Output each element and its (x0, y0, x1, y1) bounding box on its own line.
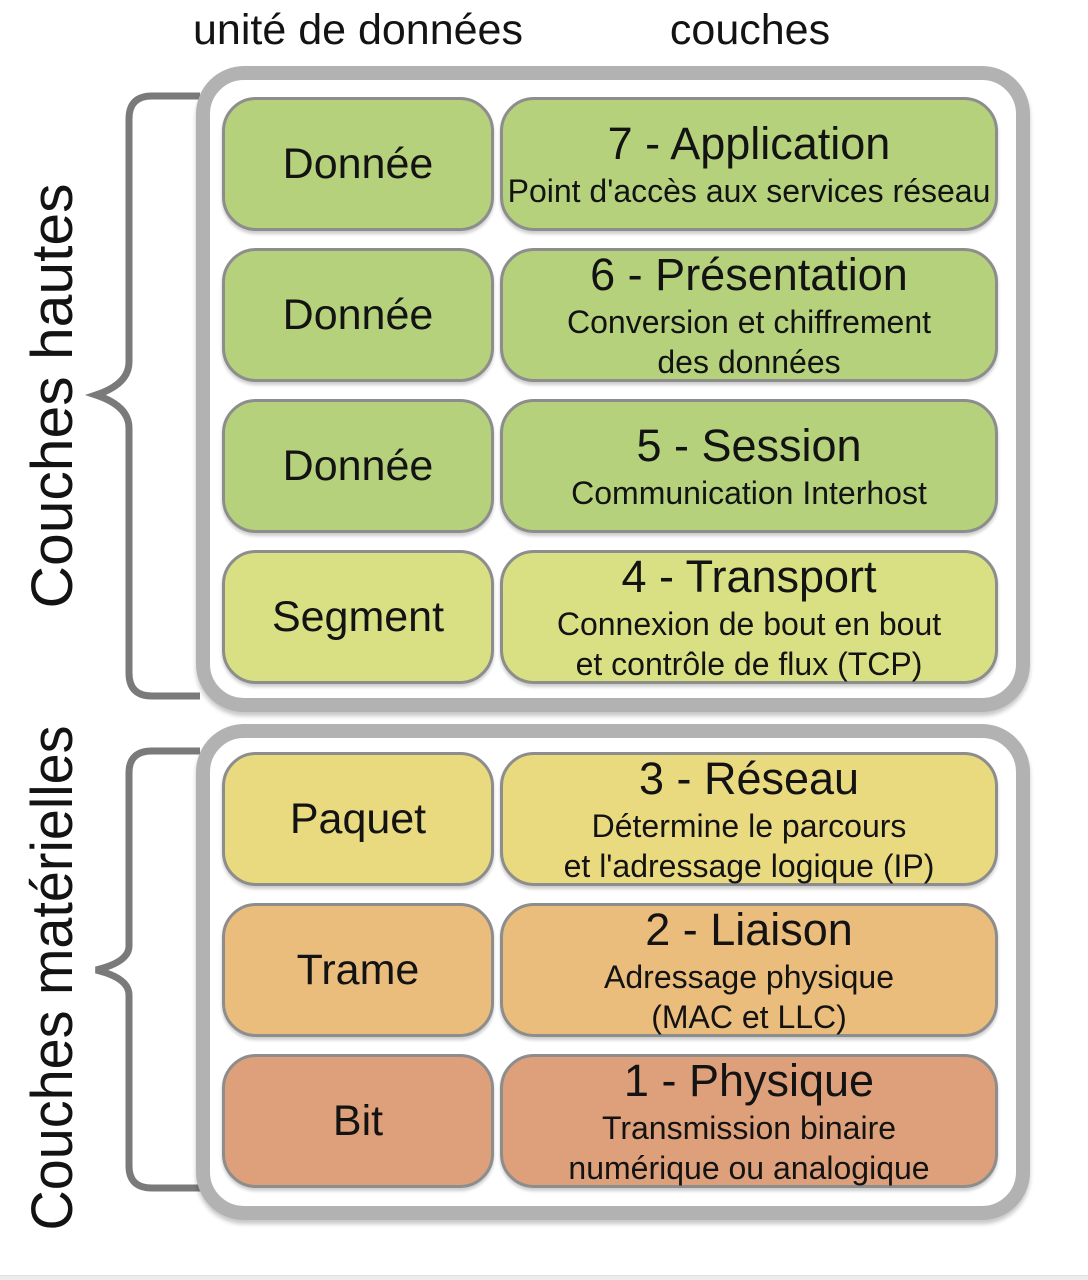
layer-description-line: Connexion de bout en bout (556, 606, 942, 642)
layer-row-4: Segment 4 - Transport Connexion de bout … (222, 550, 998, 684)
layer-box-3: 3 - Réseau Détermine le parcours et l'ad… (500, 752, 998, 886)
layer-description-line: numérique ou analogique (568, 1150, 930, 1186)
layer-description-line: (MAC et LLC) (651, 999, 847, 1035)
layer-title: 7 - Application (607, 118, 891, 169)
layer-row-6: Donnée 6 - Présentation Conversion et ch… (222, 248, 998, 382)
layer-description-line: Transmission binaire (601, 1110, 897, 1146)
layer-box-7: 7 - Application Point d'accès aux servic… (500, 97, 998, 231)
unit-label: Donnée (282, 442, 434, 490)
layer-box-5: 5 - Session Communication Interhost (500, 399, 998, 533)
layer-description-line: et l'adressage logique (IP) (563, 848, 935, 884)
unit-label: Bit (332, 1097, 384, 1145)
unit-box-layer-4: Segment (222, 550, 494, 684)
unit-box-layer-1: Bit (222, 1054, 494, 1188)
layer-description-line: et contrôle de flux (TCP) (575, 646, 923, 682)
layer-box-2: 2 - Liaison Adressage physique (MAC et L… (500, 903, 998, 1037)
layer-row-3: Paquet 3 - Réseau Détermine le parcours … (222, 752, 998, 886)
unit-box-layer-3: Paquet (222, 752, 494, 886)
layer-description-line: Conversion et chiffrement (566, 304, 932, 340)
layer-box-1: 1 - Physique Transmission binaire numéri… (500, 1054, 998, 1188)
lower-layers-brace (95, 747, 200, 1192)
layer-row-1: Bit 1 - Physique Transmission binaire nu… (222, 1054, 998, 1188)
unit-box-layer-2: Trame (222, 903, 494, 1037)
layer-title: 1 - Physique (623, 1055, 875, 1106)
unit-box-layer-6: Donnée (222, 248, 494, 382)
layer-description-line: des données (657, 344, 841, 380)
unit-box-layer-5: Donnée (222, 399, 494, 533)
layer-description-line: Détermine le parcours (591, 808, 907, 844)
unit-label: Segment (271, 593, 445, 641)
layer-description-line: Point d'accès aux services réseau (507, 173, 991, 209)
layer-title: 5 - Session (636, 420, 862, 471)
layer-title: 4 - Transport (621, 551, 877, 602)
layer-row-2: Trame 2 - Liaison Adressage physique (MA… (222, 903, 998, 1037)
layer-box-6: 6 - Présentation Conversion et chiffreme… (500, 248, 998, 382)
layer-title: 2 - Liaison (645, 904, 853, 955)
layer-row-7: Donnée 7 - Application Point d'accès aux… (222, 97, 998, 231)
unit-column-header: unité de données (193, 6, 523, 54)
layer-box-4: 4 - Transport Connexion de bout en bout … (500, 550, 998, 684)
layer-title: 3 - Réseau (638, 753, 860, 804)
upper-layers-brace (84, 92, 200, 700)
unit-box-layer-7: Donnée (222, 97, 494, 231)
unit-label: Paquet (289, 795, 427, 843)
lower-layers-side-label: Couches matérielles (20, 726, 85, 1231)
layer-description-line: Communication Interhost (571, 475, 927, 511)
layer-row-5: Donnée 5 - Session Communication Interho… (222, 399, 998, 533)
layer-description-line: Adressage physique (604, 959, 894, 995)
unit-label: Donnée (282, 291, 434, 339)
unit-label: Trame (296, 946, 420, 994)
layer-title: 6 - Présentation (590, 249, 908, 300)
page-bottom-strip (0, 1275, 1088, 1280)
upper-layers-side-label: Couches hautes (20, 184, 85, 609)
layers-column-header: couches (669, 6, 831, 54)
unit-label: Donnée (282, 140, 434, 188)
